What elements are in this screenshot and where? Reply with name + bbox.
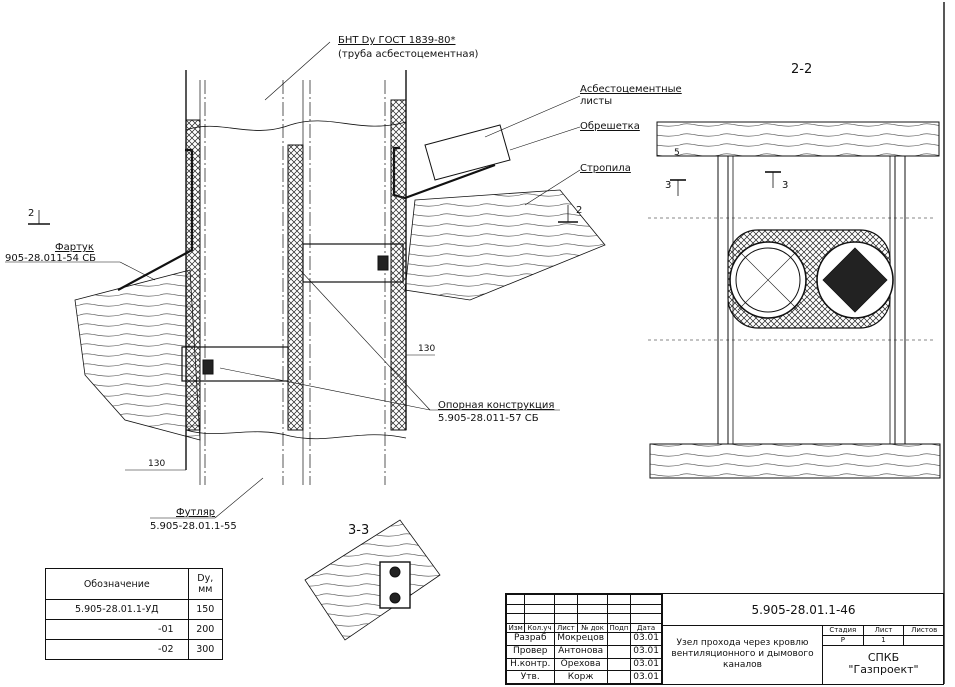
support-bracket-right	[302, 243, 404, 283]
signature-row: Разраб Мокрецов 03.01	[506, 632, 662, 646]
table-row: 5.905-28.01.1-УД 150	[45, 599, 224, 620]
pipe-note-label: (труба асбестоцементная)	[338, 49, 479, 60]
cut-mark-2-right: 2	[576, 205, 583, 216]
spec-dy: 150	[187, 599, 224, 620]
signature-name: Корж	[553, 670, 608, 684]
support-code-label: 5.905-28.011-57 СБ	[438, 413, 539, 424]
support-label: Опорная конструкция	[438, 400, 555, 411]
document-title: Узел прохода через кровлю вентиляционног…	[662, 625, 822, 684]
spec-name: -02	[45, 639, 189, 660]
asbestos-sheet	[424, 124, 511, 181]
insulation-left	[185, 119, 201, 431]
lathing-label: Обрешетка	[580, 121, 640, 132]
insulation-right	[390, 99, 407, 431]
head-data: Дата	[630, 622, 662, 634]
signature-date: 03.01	[630, 657, 662, 672]
signature-name: Орехова	[553, 657, 608, 672]
sheets-value	[904, 636, 944, 645]
rafter-right	[404, 189, 606, 301]
head-koluch: Кол.уч	[524, 622, 555, 634]
spec-name: 5.905-28.01.1-УД	[45, 599, 189, 620]
signature-date: 03.01	[630, 632, 662, 646]
pipe-spec-label: БНТ Dy ГОСТ 1839-80*	[338, 35, 456, 46]
stage-box: Стадия Лист Листов Р 1 СПКБ "Газпроект"	[822, 625, 944, 684]
spec-header-dy: Dy, мм	[187, 568, 224, 600]
beam-top	[656, 121, 940, 157]
org-name: СПКБ	[867, 651, 900, 664]
section-3-3-title: 3-3	[348, 523, 370, 538]
signature-row: Н.контр. Орехова 03.01	[506, 657, 662, 672]
stage-value: Р	[823, 636, 864, 645]
signature-role: Утв.	[506, 670, 555, 684]
dim-5: 5	[674, 148, 680, 158]
signature-role: Разраб	[506, 632, 555, 646]
spec-header-name: Обозначение	[45, 568, 189, 600]
sheet-value: 1	[864, 636, 905, 645]
sheet-label: Лист	[864, 625, 905, 635]
sheets-label: Листов	[911, 626, 938, 634]
head-list: Лист	[553, 622, 579, 634]
signature-sign	[606, 657, 632, 672]
cut-mark-3-left: 3	[665, 180, 672, 191]
main-section	[5, 41, 606, 519]
head-podp: Подп	[606, 622, 632, 634]
head-ndok: № док	[577, 622, 608, 634]
stage-label: Стадия	[823, 625, 864, 635]
table-row: -01 200	[45, 619, 224, 640]
section-2-2-title: 2-2	[791, 62, 813, 77]
apron-right	[392, 146, 496, 200]
signature-sign	[606, 670, 632, 684]
document-code: 5.905-28.01.1-46	[662, 594, 944, 626]
signature-role: Провер	[506, 644, 555, 659]
apron-left	[117, 148, 194, 291]
beam-bottom	[649, 443, 941, 479]
signature-row: Провер Антонова 03.01	[506, 644, 662, 659]
cut-mark-3-right: 3	[782, 180, 789, 191]
section-2-2	[648, 121, 941, 479]
rafter-left	[74, 269, 201, 441]
signature-date: 03.01	[630, 670, 662, 684]
dim-130-right: 130	[418, 344, 436, 354]
cut-mark-2-left: 2	[28, 208, 35, 219]
signature-sign	[606, 644, 632, 659]
spec-dy: 200	[187, 619, 224, 640]
spec-name: -01	[45, 619, 189, 640]
signature-name: Антонова	[553, 644, 608, 659]
sleeve-label: Футляр	[176, 507, 216, 518]
signature-role: Н.контр.	[506, 657, 555, 672]
insulation-mid	[287, 144, 304, 431]
signature-sign	[606, 632, 632, 646]
org-name-2: "Газпроект"	[848, 663, 919, 676]
sleeve-code-label: 5.905-28.01.1-55	[150, 521, 237, 532]
apron-code-label: 905-28.011-54 СБ	[5, 253, 97, 264]
revision-grid: Изм Кол.уч Лист № док Подп Дата Разраб М…	[505, 594, 662, 684]
designation-table: Обозначение Dy, мм 5.905-28.01.1-УД 150 …	[45, 568, 224, 660]
rafter-label: Стропила	[580, 163, 631, 174]
table-row: -02 300	[45, 639, 224, 660]
support-bracket-left	[181, 346, 289, 382]
signature-name: Мокрецов	[553, 632, 608, 646]
asbestos-sheets-label: Асбестоцементные	[580, 84, 682, 95]
spec-dy: 300	[187, 639, 224, 660]
apron-label: Фартук	[55, 242, 94, 253]
signature-date: 03.01	[630, 644, 662, 659]
dim-130-bottom: 130	[148, 459, 166, 469]
asbestos-sheets-label-2: листы	[580, 96, 613, 107]
title-block: Изм Кол.уч Лист № док Подп Дата Разраб М…	[505, 593, 944, 685]
section-3-3	[304, 519, 441, 641]
signature-row: Утв. Корж 03.01	[506, 670, 662, 684]
head-izm: Изм	[505, 622, 526, 634]
